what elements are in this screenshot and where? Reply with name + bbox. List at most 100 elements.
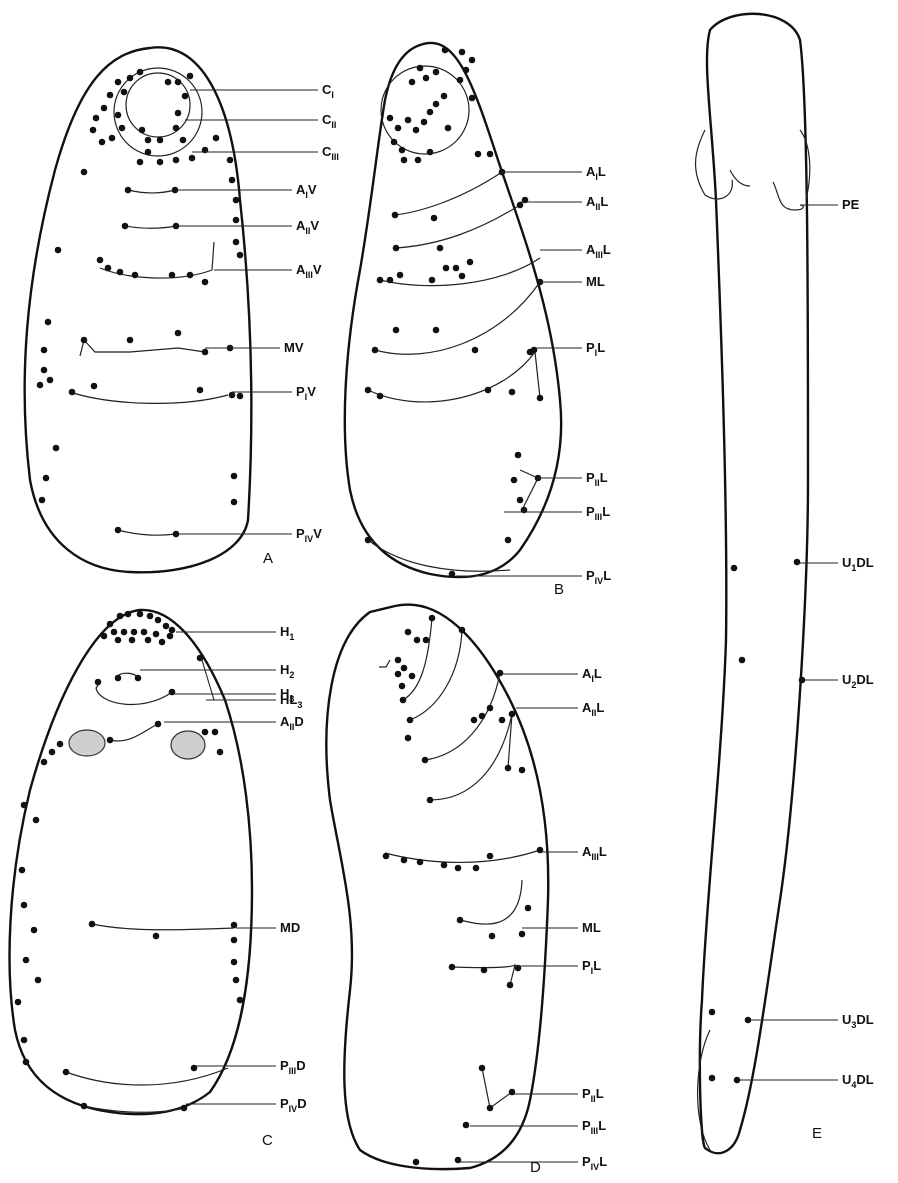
seta-dot — [141, 629, 148, 636]
seta-dot — [463, 1122, 470, 1129]
seta-dot — [155, 721, 162, 728]
seta-label: AIL — [586, 164, 606, 182]
seta-dot — [157, 137, 164, 144]
seta-dot — [383, 853, 390, 860]
seta-dot — [45, 319, 52, 326]
seta-label: PIVV — [296, 526, 322, 544]
seta-dot — [81, 169, 88, 176]
seta-dot — [441, 93, 448, 100]
seta-dot — [121, 629, 128, 636]
seta-dot — [173, 157, 180, 164]
seta-dot — [459, 273, 466, 280]
seta-dot — [115, 675, 122, 682]
seta-dot — [157, 159, 164, 166]
seta-dot — [117, 269, 124, 276]
seta-label: ML — [586, 274, 605, 289]
seta-dot — [365, 387, 372, 394]
seta-dot — [41, 759, 48, 766]
seta-dot — [237, 393, 244, 400]
seta-dot — [55, 247, 62, 254]
seta-dot — [175, 79, 182, 86]
seta-label: PIV — [296, 384, 316, 402]
seta-dot — [413, 1159, 420, 1166]
seta-dot — [497, 670, 504, 677]
seta-dot — [19, 867, 26, 874]
seta-dot — [99, 139, 106, 146]
panel-d-leaders — [460, 674, 578, 1162]
seta-dot — [90, 127, 97, 134]
panel-d: AILAIILAIIILMLPILPIILPIIILPIVL D — [326, 605, 607, 1176]
seta-dot — [499, 717, 506, 724]
seta-dot — [395, 657, 402, 664]
seta-label: AIIL — [582, 700, 604, 718]
seta-dot — [21, 902, 28, 909]
seta-dot — [182, 93, 189, 100]
seta-dot — [63, 1069, 70, 1076]
seta-dot — [23, 957, 30, 964]
seta-dot — [479, 1065, 486, 1072]
seta-dot — [479, 713, 486, 720]
panel-c-right-spiracle — [171, 731, 205, 759]
seta-dot — [202, 729, 209, 736]
seta-label: PIL — [582, 958, 601, 976]
seta-label: PIIID — [280, 1058, 306, 1076]
seta-dot — [407, 717, 414, 724]
seta-dot — [415, 157, 422, 164]
seta-label: AIIIV — [296, 262, 322, 280]
panel-a-setae — [37, 69, 244, 538]
seta-dot — [489, 933, 496, 940]
seta-dot — [485, 387, 492, 394]
seta-dot — [469, 95, 476, 102]
seta-dot — [422, 757, 429, 764]
seta-dot — [387, 277, 394, 284]
seta-dot — [475, 151, 482, 158]
seta-dot — [372, 347, 379, 354]
seta-dot — [413, 127, 420, 134]
seta-dot — [43, 475, 50, 482]
seta-dot — [115, 637, 122, 644]
seta-dot — [111, 629, 118, 636]
seta-dot — [377, 277, 384, 284]
seta-label: H2 — [280, 662, 294, 680]
seta-dot — [399, 147, 406, 154]
seta-dot — [173, 125, 180, 132]
panel-d-letter: D — [530, 1159, 541, 1176]
seta-dot — [734, 1077, 741, 1084]
seta-dot — [442, 47, 449, 54]
seta-label: H1 — [280, 624, 294, 642]
panel-d-outline — [326, 605, 548, 1170]
seta-dot — [33, 817, 40, 824]
seta-dot — [449, 964, 456, 971]
seta-label: CIII — [322, 144, 339, 162]
seta-dot — [433, 69, 440, 76]
seta-dot — [505, 537, 512, 544]
seta-dot — [137, 69, 144, 76]
panel-b-letter: B — [554, 581, 564, 598]
panel-e-outline — [700, 14, 808, 1153]
seta-dot — [441, 862, 448, 869]
seta-dot — [81, 1103, 88, 1110]
seta-dot — [472, 347, 479, 354]
seta-dot — [137, 611, 144, 618]
seta-label: PIIIL — [586, 504, 610, 522]
seta-label: AIIL — [586, 194, 608, 212]
seta-dot — [197, 387, 204, 394]
seta-dot — [105, 265, 112, 272]
seta-dot — [365, 537, 372, 544]
seta-dot — [187, 272, 194, 279]
seta-dot — [505, 765, 512, 772]
seta-dot — [467, 259, 474, 266]
seta-dot — [395, 125, 402, 132]
panel-a-letter: A — [263, 550, 273, 567]
panel-c-leaders — [140, 632, 276, 1104]
seta-dot — [799, 677, 806, 684]
seta-label: AIV — [296, 182, 317, 200]
seta-dot — [392, 212, 399, 219]
seta-dot — [427, 109, 434, 116]
panel-e-labels: PEU1DLU2DLU3DLU4DL — [842, 197, 874, 1090]
seta-dot — [122, 223, 129, 230]
seta-dot — [457, 77, 464, 84]
seta-dot — [231, 959, 238, 966]
seta-label: AIIIL — [582, 844, 607, 862]
